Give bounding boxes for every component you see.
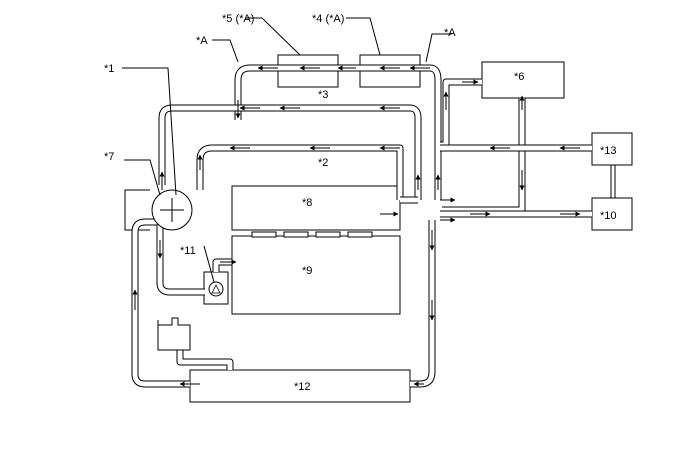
label-c3: *3 bbox=[318, 89, 328, 101]
pipe-network bbox=[131, 64, 592, 388]
label-c4: *4 (*A) bbox=[312, 13, 344, 25]
component-13-box bbox=[591, 132, 633, 166]
label-c5: *5 (*A) bbox=[222, 13, 254, 25]
component-9-block bbox=[231, 235, 401, 315]
flow-arrows bbox=[132, 65, 581, 387]
label-c12: *12 bbox=[294, 381, 311, 393]
reservoir-tank bbox=[157, 317, 191, 351]
label-c13: *13 bbox=[600, 145, 617, 157]
label-a-left: *A bbox=[196, 35, 208, 47]
label-c7: *7 bbox=[104, 151, 114, 163]
component-11-pump bbox=[208, 281, 224, 297]
label-c6: *6 bbox=[514, 71, 524, 83]
component-8-block bbox=[231, 185, 401, 231]
component-10-box bbox=[591, 197, 633, 231]
label-c2: *2 bbox=[318, 157, 328, 169]
label-c11: *11 bbox=[180, 245, 196, 257]
cylinder-ports bbox=[251, 231, 373, 238]
label-c9: *9 bbox=[302, 265, 312, 277]
component-6-box bbox=[481, 61, 565, 99]
label-c8: *8 bbox=[302, 197, 312, 209]
leader-lines bbox=[122, 17, 452, 283]
thermostat-cross bbox=[160, 198, 184, 222]
label-c1: *1 bbox=[104, 63, 114, 75]
link-13-10 bbox=[610, 165, 616, 198]
label-c10: *10 bbox=[600, 210, 617, 222]
pump-triangle bbox=[211, 284, 221, 294]
label-a-right: *A bbox=[444, 27, 456, 39]
